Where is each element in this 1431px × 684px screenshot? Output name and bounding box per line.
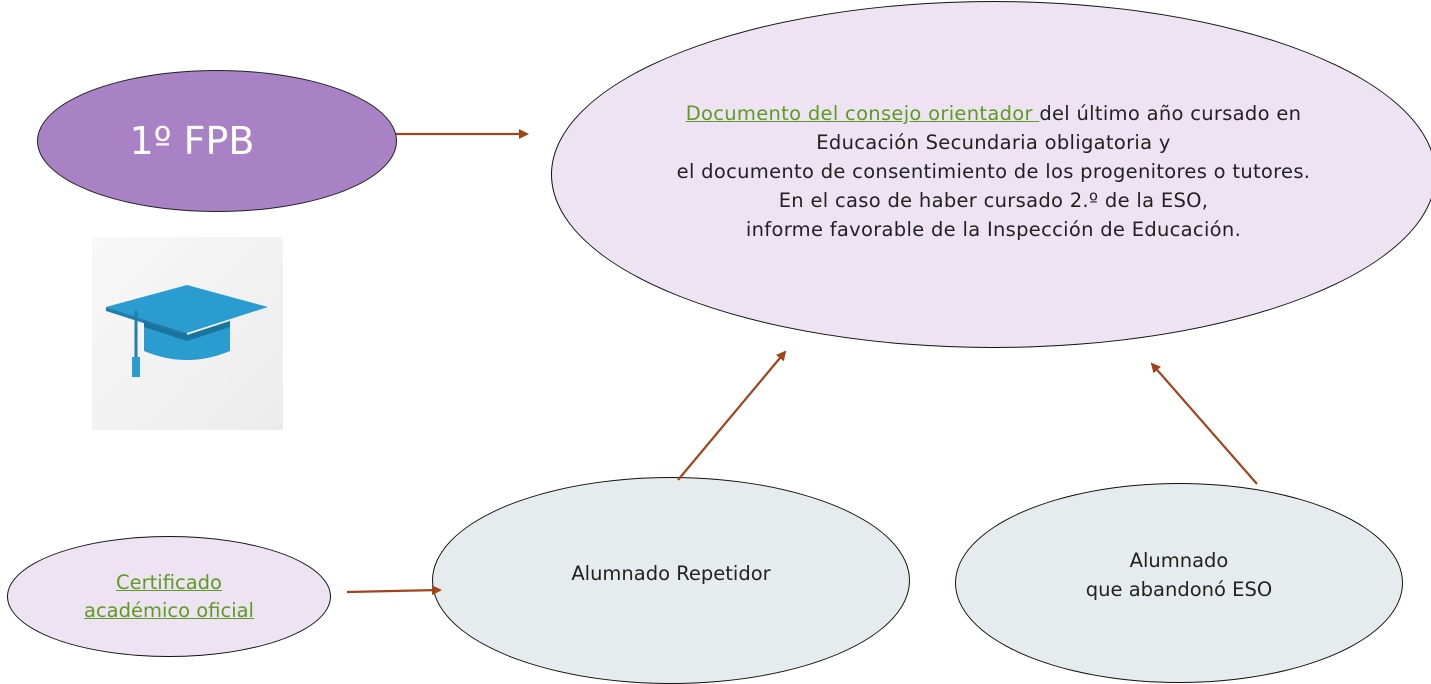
requirements-text: Documento del consejo orientador del últ…	[552, 99, 1431, 244]
graduation-cap-icon	[106, 285, 268, 377]
abandono-line2: que abandonó ESO	[1085, 578, 1273, 601]
fpb-label: 1º FPB	[129, 119, 255, 163]
certificado-link-line1[interactable]: Certificado	[116, 570, 222, 594]
arrow-repetidor-to-requirements	[677, 350, 787, 481]
abandono-ellipse: Alumnado que abandonó ESO	[955, 483, 1403, 683]
graduation-cap-image	[92, 237, 283, 430]
requirements-line5: informe favorable de la Inspección de Ed…	[745, 218, 1242, 241]
certificado-ellipse: Certificado académico oficial	[7, 536, 331, 657]
consejo-orientador-link[interactable]: Documento del consejo orientador	[685, 102, 1040, 125]
requirements-line3: el documento de consentimiento de los pr…	[676, 160, 1311, 183]
certificado-link-line2[interactable]: académico oficial	[84, 598, 254, 622]
requirements-line1: del último año cursado en	[1039, 102, 1302, 125]
requirements-line2: Educación Secundaria obligatoria y	[816, 131, 1171, 154]
arrow-certificado-to-repetidor	[346, 585, 442, 596]
requirements-ellipse: Documento del consejo orientador del últ…	[551, 1, 1431, 348]
requirements-line4: En el caso de haber cursado 2.º de la ES…	[778, 189, 1209, 212]
fpb-ellipse: 1º FPB	[37, 70, 397, 212]
abandono-line1: Alumnado	[1129, 549, 1229, 572]
repetidor-label: Alumnado Repetidor	[571, 562, 771, 585]
arrow-abandono-to-requirements	[1150, 362, 1258, 485]
repetidor-ellipse: Alumnado Repetidor	[432, 477, 910, 684]
